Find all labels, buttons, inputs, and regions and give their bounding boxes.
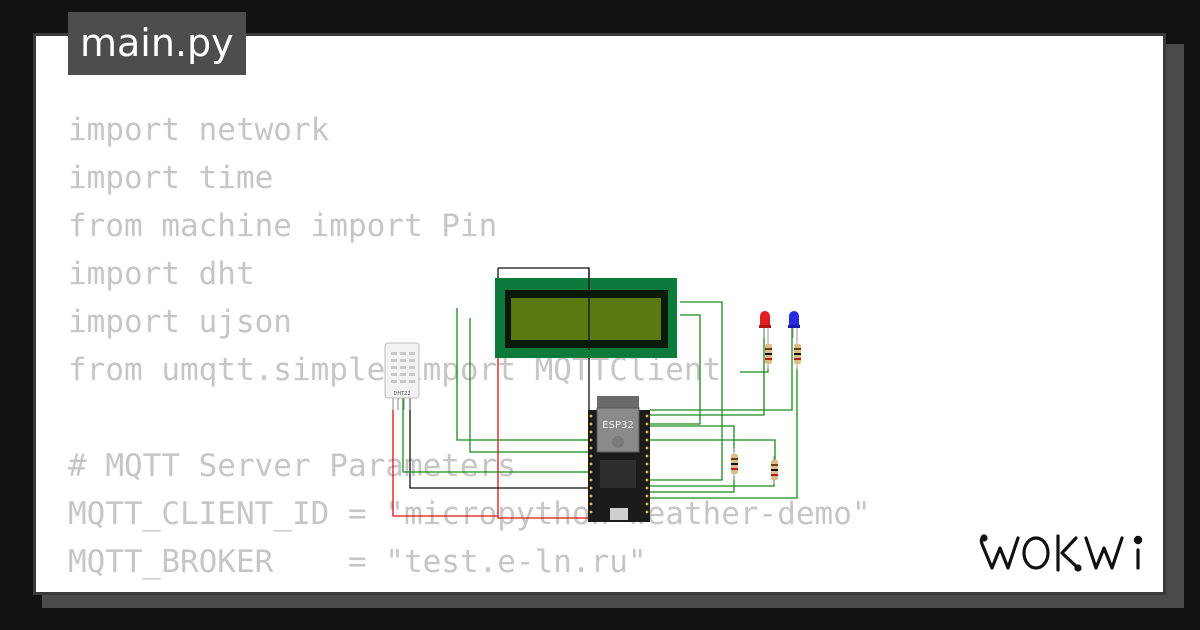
file-tab[interactable]: main.py — [68, 12, 246, 75]
wire-signal — [402, 398, 590, 473]
wire-signal — [650, 480, 775, 487]
resistor[interactable] — [794, 336, 801, 370]
wire-signal — [650, 325, 793, 411]
code-line: import network — [68, 112, 330, 148]
wires — [392, 267, 798, 519]
code-line: from machine import Pin — [68, 208, 498, 244]
wire-ground — [409, 398, 590, 489]
wire-power — [497, 318, 588, 519]
wokwi-logo — [979, 534, 1143, 572]
wire-signal — [650, 425, 735, 452]
code-line: import time — [68, 160, 274, 196]
code-line: # MQTT Server Parameters — [68, 448, 516, 484]
wire-signal — [592, 368, 798, 499]
led-blue[interactable] — [788, 311, 800, 340]
code-line: MQTT_BROKER = "test.e-ln.ru" — [68, 544, 647, 580]
sensor-label: DHT22 — [393, 391, 410, 397]
wire-power — [392, 410, 498, 517]
resistor[interactable] — [731, 448, 738, 480]
code-line: import dht — [68, 256, 255, 292]
wire-signal — [650, 325, 765, 416]
code-line: import ujson — [68, 304, 292, 340]
lcd-display[interactable] — [495, 278, 677, 358]
code-preview: import network import time from machine … — [68, 106, 871, 592]
wire-signal — [592, 301, 723, 481]
wire-signal — [650, 314, 701, 425]
resistor[interactable] — [771, 456, 778, 484]
resistor[interactable] — [765, 336, 772, 370]
led-red[interactable] — [759, 311, 771, 340]
mcu-label: ESP32 — [602, 420, 633, 431]
dht22-sensor[interactable]: DHT22 — [384, 342, 420, 410]
esp32-board[interactable]: ESP32 — [588, 396, 650, 522]
wire-signal — [469, 318, 590, 453]
